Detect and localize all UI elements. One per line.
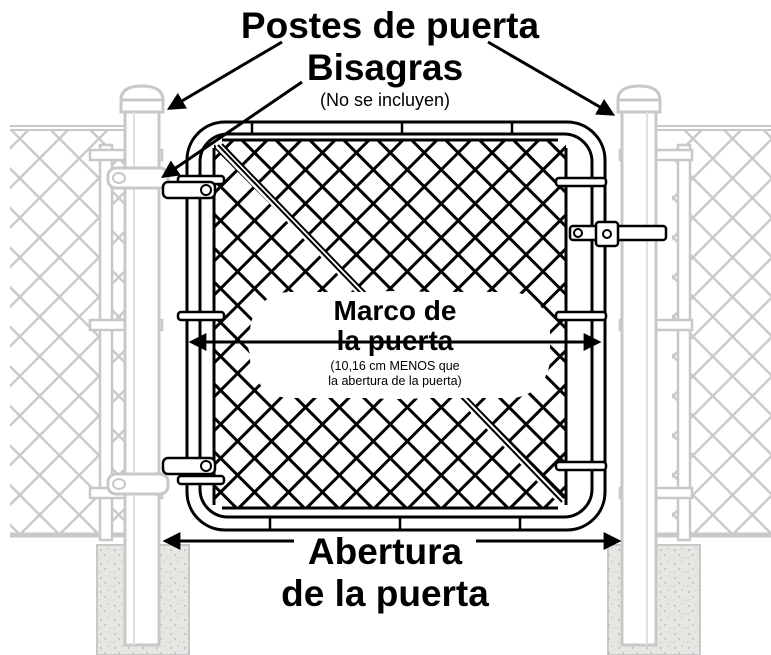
hinges-label: Bisagras [306, 47, 464, 88]
gate-frame-note-line2: la abertura de la puerta) [328, 374, 462, 388]
left-fence-section [10, 125, 164, 542]
gate-opening-label-line1: Abertura [307, 531, 463, 572]
gate-latch [568, 220, 668, 248]
hinge-pins [161, 180, 217, 476]
hinges-pointer-arrow [161, 80, 303, 179]
hinges-note: (No se incluyen) [319, 90, 451, 110]
gate-frame-label-line1: Marco de [333, 295, 457, 326]
posts-pointer-arrows [166, 40, 616, 116]
gate-frame-label-line2: la puerta [336, 325, 454, 356]
gate-opening-label-line2: de la puerta [281, 573, 489, 614]
gate-frame-note-line1: (10,16 cm MENOS que [330, 359, 460, 373]
left-gate-post [119, 84, 165, 647]
right-gate-post [616, 84, 662, 647]
hinge-brackets [106, 166, 170, 496]
gate-posts-label: Postes de puerta [240, 5, 540, 46]
